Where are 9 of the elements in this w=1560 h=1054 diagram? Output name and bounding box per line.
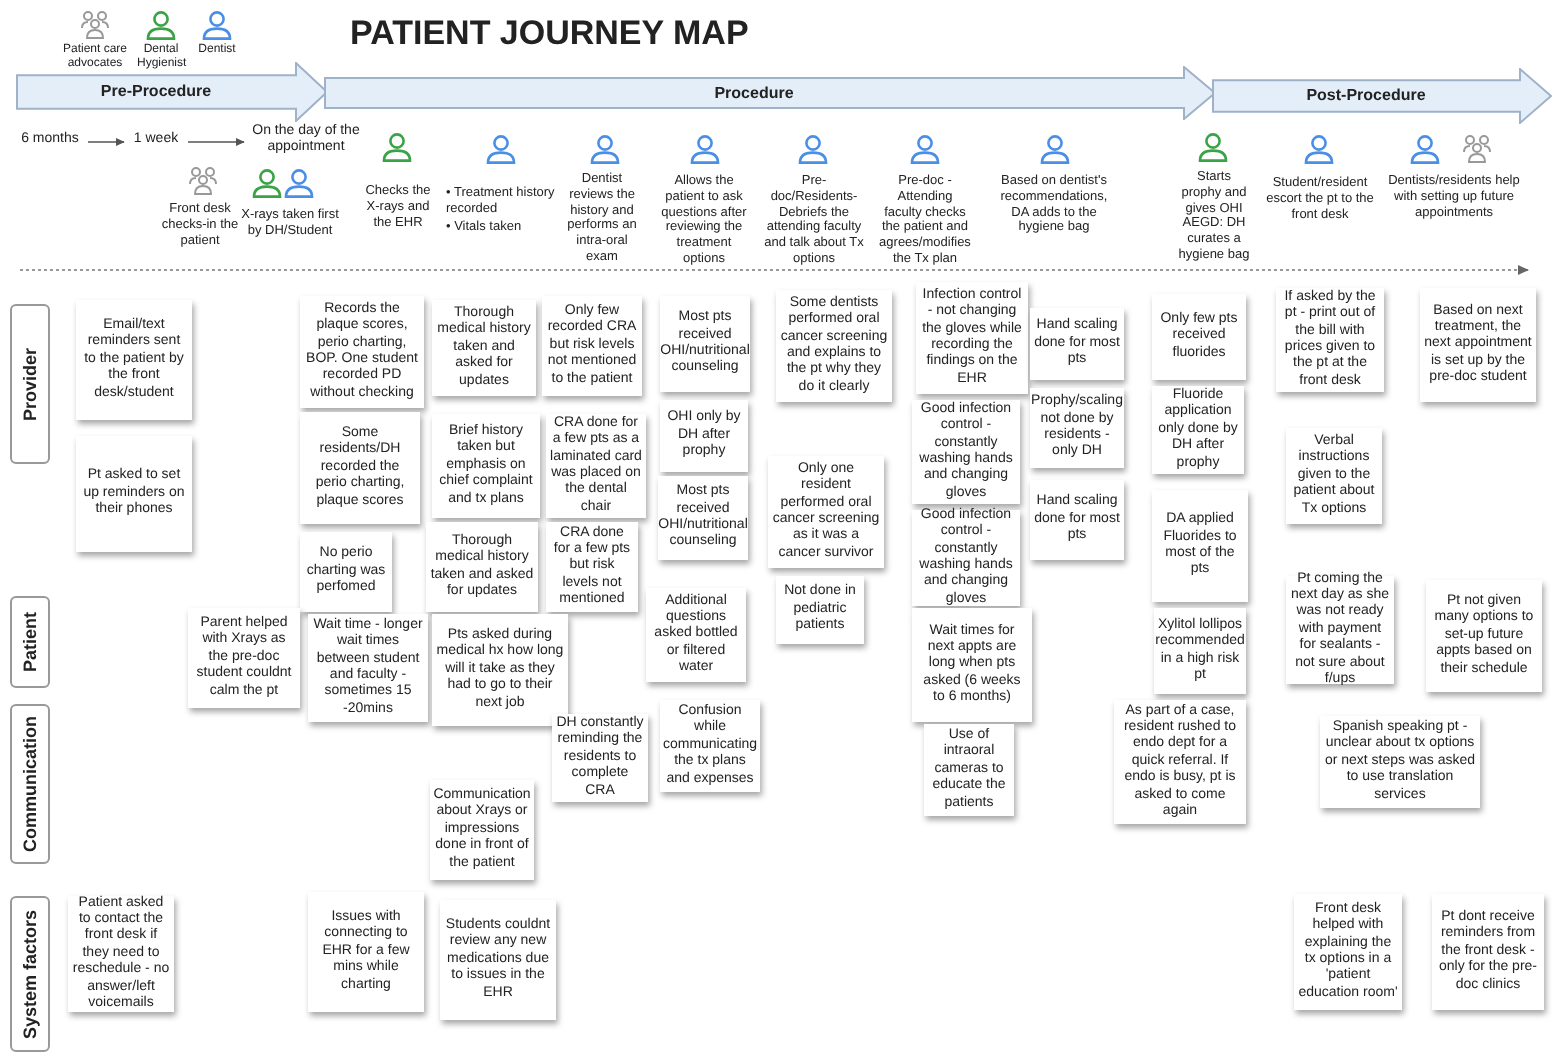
title: PATIENT JOURNEY MAP bbox=[350, 14, 749, 54]
phase-chevron-banner: Procedure bbox=[324, 66, 1216, 120]
phase-chevron-banner: Post-Procedure bbox=[1212, 68, 1552, 124]
row-header: Patient bbox=[10, 596, 50, 688]
arrow bbox=[87, 138, 125, 146]
row-header: Communication bbox=[10, 704, 50, 864]
row-header: Provider bbox=[10, 304, 50, 464]
row-header: System factors bbox=[10, 896, 50, 1052]
arrow bbox=[187, 138, 245, 146]
